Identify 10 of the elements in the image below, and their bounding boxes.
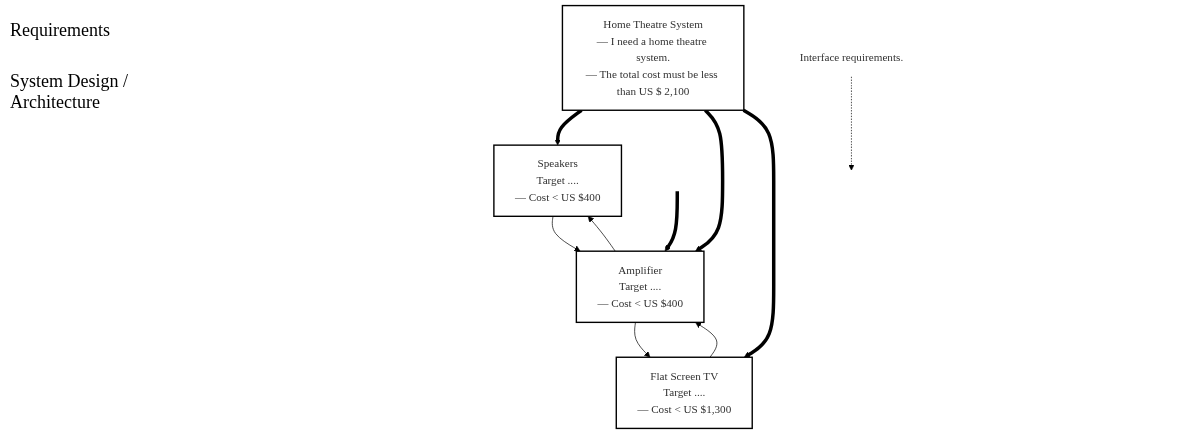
label-text: System Design / Architecture — [10, 71, 129, 113]
label-text: Requirements — [10, 20, 111, 41]
node-box: Flat Screen TV Target .... — Cost < US $1,300 — [615, 356, 753, 430]
node-box: Home Theatre System — I need a home theatre system. — The total cost must be less than US $ 2,100 — [561, 4, 745, 111]
node-text: Interface requirements. — [799, 51, 904, 64]
node-box: Amplifier Target .... — Cost < US $400 — [575, 250, 705, 324]
arrow — [742, 108, 776, 358]
arrow — [664, 191, 679, 252]
arrow — [695, 109, 725, 252]
node-box: Speakers Target .... — Cost < US $400 — [493, 144, 623, 217]
